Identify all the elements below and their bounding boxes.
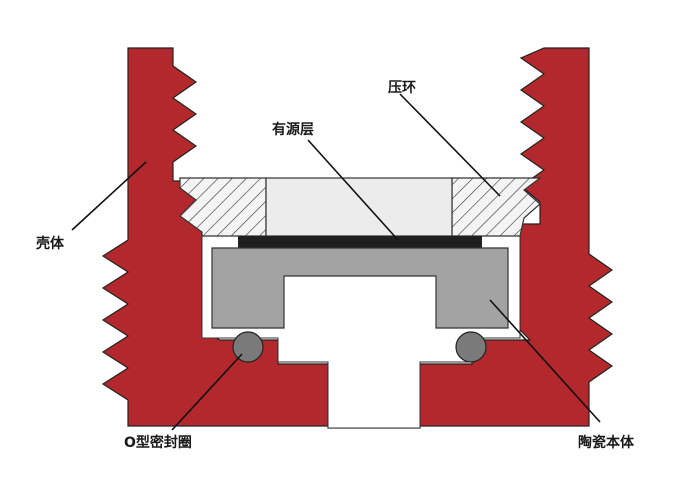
o-ring-right [455,331,487,363]
leader-press-ring [399,93,501,197]
o-ring-left [232,331,264,363]
leader-o-ring [171,353,243,431]
ceramic-body [211,247,509,329]
top-disc [265,177,453,237]
active-layer [238,236,482,248]
leader-ceramic-body [489,299,601,423]
label-o-ring: O型密封圈 [124,434,192,451]
label-shell: 壳体 [35,235,65,252]
label-active-layer: 有源层 [272,121,314,138]
leader-shell [71,161,147,231]
label-ceramic-body: 陶瓷本体 [578,434,635,451]
label-press-ring: 压环 [388,80,416,96]
leader-active-layer [307,139,399,241]
